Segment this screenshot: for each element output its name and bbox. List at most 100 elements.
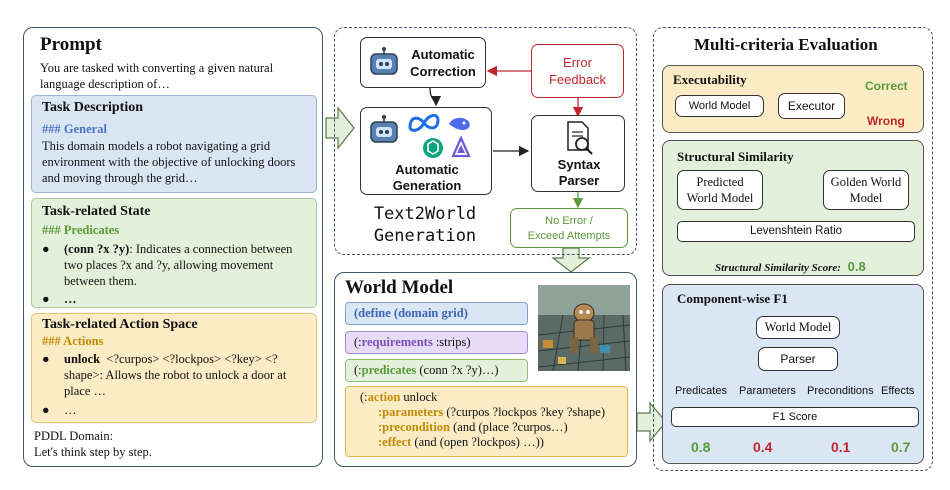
title-line2: Generation: [373, 226, 477, 246]
req-keyword: requirements: [361, 335, 433, 349]
task-action-subtitle: ### Actions: [42, 334, 104, 348]
meta-logo-icon: [408, 114, 440, 132]
define-line: (define (domain grid): [345, 302, 528, 325]
structural-similarity-box: Structural Similarity Predicted World Mo…: [662, 140, 924, 276]
score-label: Structural Similarity Score:: [715, 262, 841, 274]
syntax-parser-line1: Syntax: [557, 157, 601, 172]
task-action-title: Task-related Action Space: [42, 317, 198, 332]
f1-preconditions-score: 0.1: [831, 439, 851, 455]
label-predicates: Predicates: [675, 385, 727, 397]
document-search-icon: [567, 121, 593, 155]
f1-parameters-score: 0.4: [753, 439, 773, 455]
task-description-title: Task Description: [42, 100, 144, 115]
automatic-correction-box: Automatic Correction: [360, 37, 486, 88]
robot-icon: [370, 115, 398, 143]
component-f1-box: Component-wise F1 World Model Parser Pre…: [662, 284, 924, 464]
exec-world-model-box: World Model: [675, 95, 764, 117]
evaluation-panel: [653, 27, 933, 471]
task-state-subtitle: ### Predicates: [42, 223, 120, 237]
prompt-title: Prompt: [40, 34, 102, 55]
whale-logo-icon: [449, 117, 470, 130]
task-state-bullet-2: ● …: [42, 291, 77, 307]
auto-generation-line2: Generation: [392, 178, 462, 193]
req-rest: :strips): [432, 335, 471, 349]
gemini-logo-icon: [451, 136, 471, 158]
bullet-dot: ●: [42, 292, 50, 306]
component-world-model-box: World Model: [756, 316, 840, 339]
syntax-parser-line2: Parser: [558, 173, 600, 188]
task-state-box: Task-related State ### Predicates ● (con…: [31, 198, 317, 308]
structural-score: Structural Similarity Score: 0.8: [715, 259, 866, 274]
golden-line1: Golden World: [830, 175, 902, 189]
generation-panel: [334, 27, 637, 255]
error-feedback-line2: Feedback: [548, 72, 607, 87]
error-feedback-line1: Error: [563, 55, 592, 70]
pred-open: (:: [354, 363, 362, 377]
f1-score-box: F1 Score: [671, 407, 919, 427]
prompt-footer-line2: Let's think step by step.: [34, 445, 152, 459]
task-action-box: Task-related Action Space ### Actions ● …: [31, 313, 317, 423]
world-model-title: World Model: [345, 277, 454, 298]
executor-box: Executor: [778, 93, 845, 119]
task-action-bullet-2: ● …: [42, 402, 77, 418]
auto-correction-line1: Automatic: [411, 47, 475, 62]
label-preconditions: Preconditions: [807, 385, 874, 397]
effect-keyword: :effect: [378, 435, 412, 449]
title-line1: Text2World: [373, 204, 477, 224]
action-rest: unlock: [400, 390, 438, 404]
predicate-conn: (conn ?x ?y): [64, 242, 130, 256]
auto-correction-line2: Correction: [410, 64, 476, 79]
predicted-world-model-box: Predicted World Model: [677, 170, 763, 210]
ellipsis-text: …: [64, 292, 77, 306]
action-open: (:: [360, 390, 368, 404]
component-title: Component-wise F1: [677, 291, 788, 306]
bullet-dot: ●: [42, 403, 50, 417]
wrong-label: Wrong: [867, 114, 905, 128]
pred-keyword: predicates: [361, 363, 417, 377]
task-state-title: Task-related State: [42, 204, 151, 219]
auto-generation-line1: Automatic: [395, 162, 459, 177]
automatic-generation-box: Automatic Generation: [360, 107, 492, 195]
no-error-line2: Exceed Attempts: [527, 230, 611, 242]
no-error-box: No Error / Exceed Attempts: [510, 208, 628, 248]
task-description-subtitle: ### General: [42, 122, 107, 136]
levenshtein-ratio-box: Levenshtein Ratio: [677, 221, 915, 242]
bullet-dot: ●: [42, 352, 50, 366]
pred-rest: (conn ?x ?y)…): [416, 363, 499, 377]
structural-title: Structural Similarity: [677, 149, 794, 164]
chatgpt-logo-icon: [423, 138, 443, 158]
predicted-line1: Predicted: [696, 175, 744, 189]
no-error-line1: No Error /: [545, 215, 593, 227]
ellipsis-text: …: [64, 403, 77, 417]
executability-title: Executability: [673, 72, 747, 87]
bullet-dot: ●: [42, 242, 50, 256]
effect-rest: (and (open ?lockpos) …)): [411, 435, 544, 449]
golden-world-model-box: Golden World Model: [823, 170, 909, 210]
evaluation-title: Multi-criteria Evaluation: [694, 35, 878, 54]
precond-keyword: :precondition: [378, 420, 450, 434]
action-line: (:action unlock: [360, 390, 613, 405]
label-parameters: Parameters: [739, 385, 796, 397]
params-rest: (?curpos ?lockpos ?key ?shape): [443, 405, 605, 419]
task-description-box: Task Description ### General This domain…: [31, 95, 317, 193]
label-effects: Effects: [881, 385, 915, 397]
precondition-line: :precondition (and (place ?curpos…): [360, 420, 613, 435]
action-keyword: action: [367, 390, 401, 404]
predicted-line2: World Model: [686, 191, 754, 205]
robot-grid-illustration: [538, 285, 630, 371]
requirements-line: (:requirements :strips): [345, 331, 528, 354]
task-action-bullet-1: ● unlock <?curpos> <?lockpos> <?key> <?s…: [42, 351, 312, 399]
prompt-intro: You are tasked with converting a given n…: [40, 61, 274, 91]
syntax-parser-label: Syntax Parser: [532, 157, 626, 189]
action-block: (:action unlock :parameters (?curpos ?lo…: [345, 386, 628, 457]
text2world-generation-title: Text2World Generation: [355, 203, 495, 247]
f1-effects-score: 0.7: [891, 439, 911, 455]
params-keyword: :parameters: [378, 405, 444, 419]
world-model-panel: World Model (define (domain grid) (:requ…: [334, 272, 637, 467]
robot-icon: [370, 47, 398, 75]
define-text: (define (domain grid): [354, 306, 468, 320]
predicates-line: (:predicates (conn ?x ?y)…): [345, 359, 528, 382]
prompt-panel: Prompt You are tasked with converting a …: [23, 27, 323, 467]
executability-box: Executability World Model Executor Corre…: [662, 65, 924, 133]
action-unlock-desc: <?curpos> <?lockpos> <?key> <?shape>: Al…: [64, 352, 287, 398]
